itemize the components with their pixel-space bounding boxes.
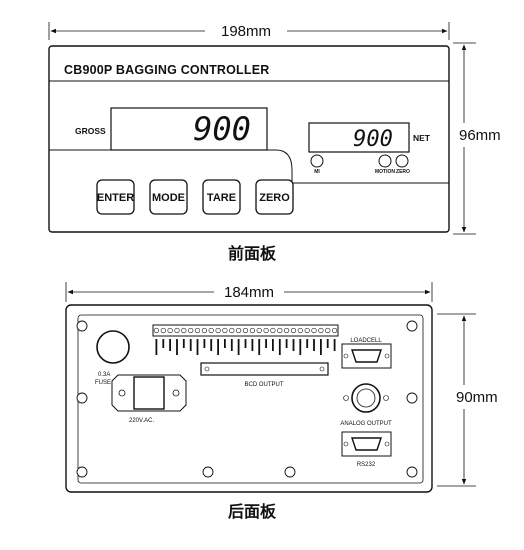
analog-output-label: ANALOG OUTPUT — [340, 421, 392, 427]
rear-panel-body — [65, 304, 433, 493]
terminal-pin — [318, 327, 324, 334]
terminal-pin — [325, 327, 331, 334]
rear-panel-caption: 后面板 — [228, 502, 277, 521]
front-width-label: 198mm — [221, 23, 271, 40]
terminal-pin — [332, 327, 338, 334]
bcd-output-label: BCD OUTPUT — [245, 382, 284, 388]
fuse-rating-label: 0.3A — [98, 372, 110, 378]
terminal-pin — [236, 327, 242, 334]
fuse-label: FUSE — [95, 380, 111, 386]
terminal-pin — [304, 327, 310, 334]
front-panel: 198mm 96mm CB900P BAGGING CONTROLLER GRO… — [48, 22, 501, 263]
terminal-pin — [201, 327, 207, 334]
analog-output-connector — [343, 383, 389, 413]
terminal-pin — [208, 327, 214, 334]
terminal-pin — [256, 327, 262, 334]
rear-width-label: 184mm — [224, 284, 274, 301]
front-height-dimension: 96mm — [453, 42, 501, 235]
terminal-pin — [160, 327, 166, 334]
loadcell-connector — [341, 343, 392, 369]
indicator-zero-label: ZERO — [396, 169, 410, 175]
rs232-label: RS232 — [357, 462, 376, 468]
mode-button[interactable]: MODE — [149, 179, 188, 215]
terminal-pin — [249, 327, 255, 334]
tare-button[interactable]: TARE — [202, 179, 241, 215]
terminal-pin — [290, 327, 297, 334]
controller-title: CB900P BAGGING CONTROLLER — [64, 63, 270, 77]
gross-value: 900 — [193, 110, 251, 148]
rear-panel: 184mm 90mm 0.3A FUSE — [65, 282, 498, 521]
rear-height-dimension: 90mm — [437, 313, 498, 487]
front-panel-caption: 前面板 — [228, 244, 277, 263]
indicator-motion-led — [378, 154, 392, 168]
net-label: NET — [413, 133, 431, 143]
gross-display — [110, 107, 268, 151]
terminal-pin — [229, 327, 235, 334]
fuse-holder-icon — [96, 330, 130, 364]
terminal-pin — [270, 327, 276, 334]
terminal-strip — [152, 324, 339, 355]
terminal-pin — [263, 327, 269, 334]
zero-button-label: ZERO — [259, 192, 290, 204]
enter-button-label: ENTER — [97, 192, 134, 204]
net-value: 900 — [353, 127, 393, 152]
terminal-pin — [194, 327, 201, 334]
net-display — [308, 122, 410, 153]
terminal-pin — [297, 327, 303, 334]
power-socket-icon — [111, 374, 187, 412]
terminal-pin — [277, 327, 283, 334]
terminal-pin — [153, 327, 159, 334]
zero-button[interactable]: ZERO — [255, 179, 294, 215]
front-width-dimension: 198mm — [48, 22, 450, 40]
terminal-pin — [215, 327, 221, 334]
power-label: 220V.AC. — [129, 418, 154, 424]
front-height-label: 96mm — [459, 127, 501, 144]
terminal-pin — [242, 327, 249, 334]
terminal-pin — [188, 327, 194, 334]
terminal-pin — [311, 327, 317, 334]
mounting-screws — [76, 320, 418, 478]
terminal-pin — [284, 327, 290, 334]
terminal-pin — [167, 327, 173, 334]
gross-label: GROSS — [75, 126, 106, 136]
enter-button[interactable]: ENTER — [96, 179, 135, 215]
terminal-pin — [174, 327, 180, 334]
mode-button-label: MODE — [152, 192, 185, 204]
loadcell-label: LOADCELL — [350, 338, 382, 344]
rear-height-label: 90mm — [456, 389, 498, 406]
rs232-connector — [341, 431, 392, 457]
terminal-pin — [222, 327, 228, 334]
indicator-mi-label: MI — [314, 169, 320, 175]
indicator-mi-led — [310, 154, 324, 168]
terminal-pin — [181, 327, 187, 334]
indicator-motion-label: MOTION — [375, 169, 395, 175]
indicator-zero-led — [395, 154, 409, 168]
tare-button-label: TARE — [207, 192, 236, 204]
bcd-output-connector — [200, 362, 329, 376]
rear-width-dimension: 184mm — [65, 282, 433, 302]
